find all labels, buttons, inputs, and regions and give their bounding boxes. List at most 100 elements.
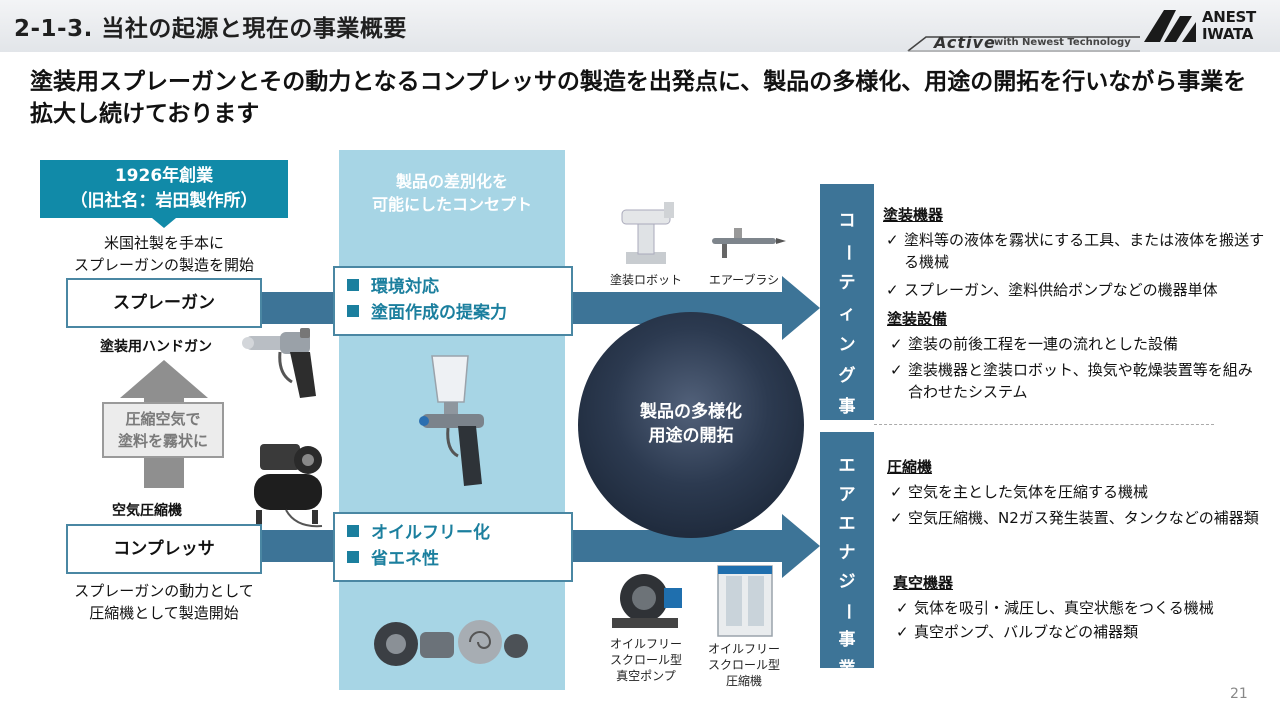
spraygun-origin-text: 米国社製を手本に スプレーガンの製造を開始	[40, 232, 288, 276]
bullet-square-icon	[347, 279, 359, 291]
founding-former-name: （旧社名：岩田製作所）	[70, 191, 258, 211]
concept-item: 環境対応	[347, 274, 571, 300]
scroll-compressor-caption-line2: スクロール型	[707, 658, 780, 672]
coating-bar-char: ー	[837, 244, 858, 261]
section-title: 2-1-3. 当社の起源と現在の事業概要	[14, 16, 407, 42]
concept-item: 省エネ性	[347, 546, 571, 572]
hand-spray-gun-image	[242, 328, 316, 398]
coating-business-bar: コ ー テ ィ ン グ 事 業	[820, 184, 874, 448]
energy-bar-char: ジ	[838, 572, 856, 592]
compressor-origin-line2: 圧縮機として製造開始	[89, 604, 239, 622]
list-item: 気体を吸引・減圧し、真空状態をつくる機械	[896, 597, 1266, 619]
compressor-origin-text: スプレーガンの動力として 圧縮機として製造開始	[40, 580, 288, 624]
company-logo: ANEST IWATA	[1142, 6, 1278, 46]
energy-bar-char: 業	[838, 659, 856, 679]
bullet-square-icon	[347, 551, 359, 563]
spraygun-origin-line1: 米国社製を手本に	[103, 234, 224, 252]
air-compressor-label: 空気圧縮機	[112, 503, 182, 519]
tagline-swoosh-icon	[907, 36, 1140, 52]
diversification-line1: 製品の多様化	[640, 402, 742, 422]
concept-title-line1: 製品の差別化を	[395, 172, 508, 191]
concept-band-title: 製品の差別化を 可能にしたコンセプト	[339, 170, 565, 216]
handgun-label: 塗装用ハンドガン	[100, 339, 212, 355]
vacuum-pump-caption-line1: オイルフリー	[609, 637, 682, 651]
compressed-air-box: 圧縮空気で 塗料を霧状に	[102, 402, 224, 458]
compressor-list: 空気を主とした気体を圧縮する機械 空気圧縮機、N2ガス発生装置、タンクなどの補器…	[890, 481, 1266, 529]
active-tagline: Active with Newest Technology	[904, 33, 1144, 53]
compressed-air-line1: 圧縮空気で	[125, 410, 201, 428]
diversification-text: 製品の多様化 用途の開拓	[578, 400, 804, 448]
bullet-square-icon	[347, 525, 359, 537]
concept-item: オイルフリー化	[347, 520, 571, 546]
energy-bar-char: 事	[838, 630, 856, 650]
coating-bar-char: テ	[838, 273, 856, 293]
logo-text-iwata: IWATA	[1202, 25, 1254, 43]
coating-facility-heading: 塗装設備	[887, 310, 948, 328]
list-item: 塗装機器と塗装ロボット、換気や乾燥装置等を組み合わせたシステム	[890, 359, 1266, 403]
air-compressor-image	[254, 444, 323, 528]
scroll-compressor-caption-line1: オイルフリー	[707, 642, 780, 656]
vacuum-pump-caption-line2: スクロール型	[609, 653, 682, 667]
bullet-square-icon	[347, 305, 359, 317]
coating-bar-char: ン	[838, 335, 856, 355]
scroll-compressor-caption-line3: 圧縮機	[725, 674, 762, 688]
compressor-origin-line1: スプレーガンの動力として	[74, 582, 254, 600]
concept-title-line2: 可能にしたコンセプト	[371, 195, 532, 214]
compressor-heading: 圧縮機	[887, 458, 933, 476]
energy-bar-char: ー	[837, 603, 858, 620]
concept-item-text: オイルフリー化	[371, 523, 490, 543]
founding-box: 1926年創業 （旧社名：岩田製作所）	[40, 160, 288, 218]
painting-robot-caption: 塗装ロボット	[609, 273, 682, 287]
concept-box-energy: オイルフリー化 省エネ性	[333, 512, 573, 582]
coating-bar-char: グ	[838, 366, 856, 386]
coating-facility-list: 塗装の前後工程を一連の流れとした設備 塗装機器と塗装ロボット、換気や乾燥装置等を…	[890, 333, 1266, 403]
list-item: 空気圧縮機、N2ガス発生装置、タンクなどの補器類	[890, 507, 1266, 529]
energy-bar-char: ナ	[838, 543, 856, 563]
tagline-active: Active	[934, 33, 996, 52]
concept-item: 塗面作成の提案力	[347, 300, 571, 326]
gravity-spray-gun-image	[419, 355, 484, 486]
coating-bar-char: コ	[838, 211, 856, 231]
energy-bar-char: ア	[838, 485, 856, 505]
founding-pointer	[152, 218, 176, 228]
coating-bar-char: ィ	[838, 304, 856, 324]
vacuum-pump-caption-line3: 真空ポンプ	[616, 669, 676, 683]
coating-equipment-list: 塗料等の液体を霧状にする工具、または液体を搬送する機械 スプレーガン、塗料供給ポ…	[886, 229, 1266, 301]
logo-mark-icon	[1144, 10, 1196, 42]
logo-text-anest: ANEST	[1202, 8, 1256, 26]
spraygun-box: スプレーガン	[66, 278, 262, 328]
page-number: 21	[1230, 686, 1248, 702]
business-divider	[874, 424, 1214, 425]
painting-robot-image	[621, 202, 674, 264]
page-headline: 塗装用スプレーガンとその動力となるコンプレッサの製造を出発点に、製品の多様化、用…	[30, 69, 1247, 127]
vacuum-heading: 真空機器	[893, 574, 954, 592]
energy-bar-char: エ	[838, 514, 856, 534]
scroll-parts-image	[374, 620, 528, 666]
oil-free-vacuum-pump-image	[612, 574, 682, 628]
concept-item-text: 環境対応	[371, 277, 439, 297]
coating-bar-char: 事	[838, 397, 856, 417]
concept-box-coating: 環境対応 塗面作成の提案力	[333, 266, 573, 336]
concept-item-text: 省エネ性	[371, 549, 439, 569]
header-bar	[0, 0, 1280, 52]
air-energy-business-bar: エ ア エ ナ ジ ー 事 業	[820, 432, 874, 679]
diversification-circle	[578, 312, 804, 538]
scroll-compressor-caption: オイルフリー スクロール型 圧縮機	[696, 641, 792, 689]
vacuum-list: 気体を吸引・減圧し、真空状態をつくる機械 真空ポンプ、バルブなどの補器類	[896, 597, 1266, 643]
spraygun-origin-line2: スプレーガンの製造を開始	[73, 256, 254, 274]
list-item: 空気を主とした気体を圧縮する機械	[890, 481, 1266, 503]
energy-bar-char: エ	[838, 456, 856, 476]
coating-equipment-heading: 塗装機器	[883, 206, 944, 224]
vacuum-pump-caption: オイルフリー スクロール型 真空ポンプ	[598, 636, 694, 684]
airbrush-caption: エアーブラシ	[708, 273, 780, 287]
list-item: 塗料等の液体を霧状にする工具、または液体を搬送する機械	[886, 229, 1266, 273]
list-item: 塗装の前後工程を一連の流れとした設備	[890, 333, 1266, 355]
compressed-air-line2: 塗料を霧状に	[117, 432, 208, 450]
airbrush-image	[712, 228, 786, 258]
compressor-box: コンプレッサ	[66, 524, 262, 574]
diversification-line2: 用途の開拓	[648, 426, 734, 446]
oil-free-scroll-compressor-image	[717, 565, 773, 637]
tagline-with: with Newest Technology	[994, 37, 1131, 48]
list-item: スプレーガン、塗料供給ポンプなどの機器単体	[886, 279, 1266, 301]
list-item: 真空ポンプ、バルブなどの補器類	[896, 621, 1266, 643]
